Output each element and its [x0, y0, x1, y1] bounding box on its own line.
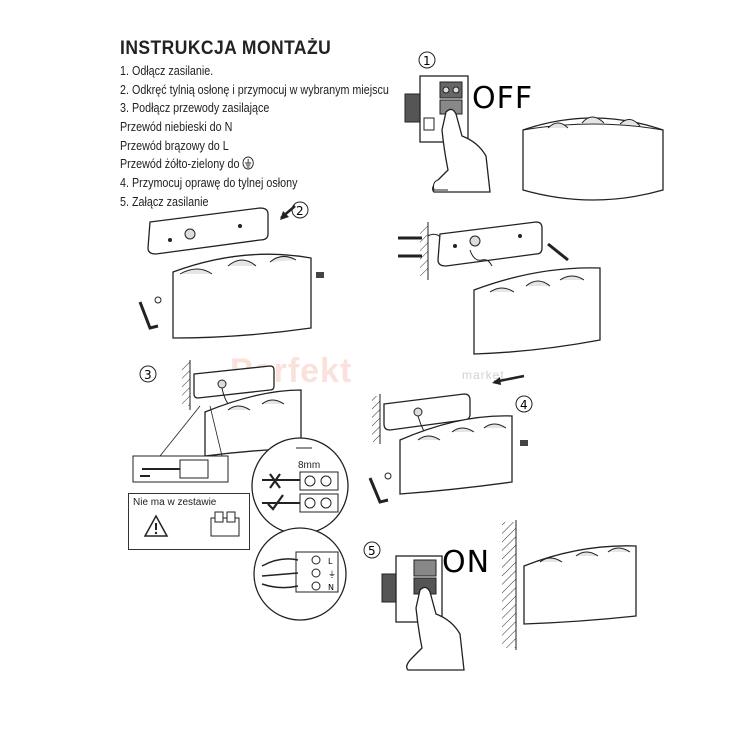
terminal-label: N: [328, 583, 334, 592]
note-text: Nie ma w zestawie: [133, 497, 217, 508]
page-title: INSTRUKCJA MONTAŻU: [120, 38, 332, 59]
step-number: 1: [423, 54, 431, 68]
step-number: 4: [520, 398, 528, 412]
step-number: 2: [296, 204, 304, 218]
step-line: 2. Odkręć tylnią osłonę i przymocuj w wy…: [120, 82, 389, 97]
step-line: Przewód żółto-zielony do: [120, 155, 389, 174]
step-line: 3. Podłącz przewody zasilające: [120, 101, 270, 116]
terminal-label: ⏚: [328, 570, 336, 579]
terminal-detail: L ⏚ N: [253, 527, 347, 621]
step-1-switch-off: 1: [404, 51, 664, 201]
strip-length-label: 8mm: [298, 460, 321, 471]
warning-icon: [143, 514, 169, 537]
step-3-wiring: 3: [132, 360, 302, 483]
step-line: Przewód niebieski do N: [120, 120, 233, 135]
step-4-attach-lamp: 4: [368, 374, 533, 504]
step-number: 3: [144, 368, 152, 382]
ground-symbol-icon: [242, 156, 255, 170]
step-2-back-cover: 2: [138, 201, 324, 339]
step-5-switch-on: 5: [363, 520, 637, 671]
off-label: OFF: [472, 81, 533, 116]
connector-icon: [210, 511, 240, 537]
instruction-steps: 1. Odłącz zasilanie. 2. Odkręć tylnią os…: [120, 62, 389, 212]
step-line: Przewód brązowy do L: [120, 138, 229, 153]
watermark-sub: market: [462, 368, 505, 382]
wire-strip-detail: [251, 437, 349, 535]
on-label: ON: [442, 545, 490, 580]
step-line: 4. Przymocuj oprawę do tylnej osłony: [120, 176, 298, 191]
step-line: 1. Odłącz zasilanie.: [120, 64, 214, 78]
step-number: 5: [368, 544, 376, 558]
terminal-label: L: [328, 557, 333, 566]
step-2-mounting: [398, 221, 601, 355]
not-included-note: Nie ma w zestawie: [128, 493, 250, 550]
step-line: 5. Załącz zasilanie: [120, 194, 209, 209]
